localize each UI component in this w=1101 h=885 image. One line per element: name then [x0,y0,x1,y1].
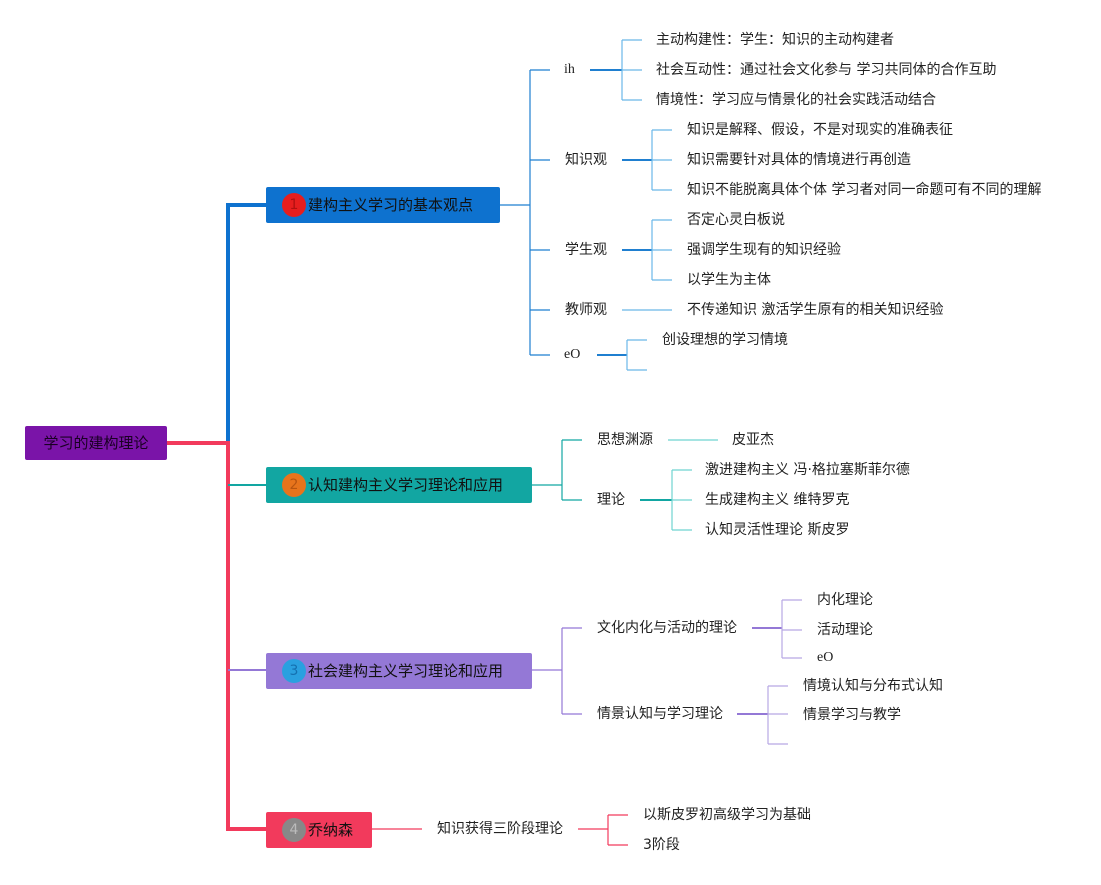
branch-3-topic[interactable]: 3 社会建构主义学习理论和应用 [266,653,532,689]
branch-4-topic[interactable]: 4 乔纳森 [266,812,372,848]
subtopic-situated-cognition[interactable]: 情景认知与学习理论 [597,706,723,722]
leaf-topic[interactable]: 主动构建性：学生：知识的主动构建者 [656,32,894,48]
leaf-topic[interactable]: 创设理想的学习情境 [662,332,788,348]
leaf-topic[interactable]: 情境性：学习应与情景化的社会实践活动结合 [656,92,936,108]
branch-2-label: 认知建构主义学习理论和应用 [308,476,504,494]
leaf-topic[interactable]: 否定心灵白板说 [687,212,785,228]
leaf-topic[interactable]: 生成建构主义 维特罗克 [705,492,850,508]
branch-2-topic[interactable]: 2 认知建构主义学习理论和应用 [266,467,532,503]
leaf-topic[interactable]: 知识是解释、假设，不是对现实的准确表征 [687,122,953,138]
leaf-topic[interactable]: 皮亚杰 [732,432,774,448]
leaf-topic[interactable]: 知识不能脱离具体个体 学习者对同一命题可有不同的理解 [687,182,1042,198]
branch-1-label: 建构主义学习的基本观点 [308,196,474,214]
number-badge-icon: 2 [282,473,306,497]
branch-1-topic[interactable]: 1 建构主义学习的基本观点 [266,187,500,223]
subtopic-student-view[interactable]: 学生观 [565,242,607,258]
subtopic-teacher-view[interactable]: 教师观 [565,302,607,318]
subtopic-knowledge-view[interactable]: 知识观 [565,152,607,168]
leaf-topic[interactable]: 激进建构主义 冯·格拉塞斯菲尔德 [705,462,910,478]
subtopic-three-stage-theory[interactable]: 知识获得三阶段理论 [437,821,563,837]
branch-3-label: 社会建构主义学习理论和应用 [308,662,504,680]
leaf-topic[interactable]: 认知灵活性理论 斯皮罗 [705,522,850,538]
subtopic-ih[interactable]: ih [564,62,575,77]
leaf-topic[interactable]: 内化理论 [817,592,873,608]
subtopic-culture-internalization[interactable]: 文化内化与活动的理论 [597,620,737,636]
subtopic-theory[interactable]: 理论 [597,492,625,508]
leaf-topic[interactable]: 不传递知识 激活学生原有的相关知识经验 [687,302,944,318]
leaf-topic[interactable]: 情景学习与教学 [803,707,901,723]
number-badge-icon: 4 [282,818,306,842]
branch-4-label: 乔纳森 [308,821,354,839]
leaf-topic[interactable]: 以学生为主体 [687,272,771,288]
number-badge-icon: 3 [282,659,306,683]
leaf-topic[interactable]: 以斯皮罗初高级学习为基础 [643,807,811,823]
root-topic[interactable]: 学习的建构理论 [25,426,167,460]
leaf-topic[interactable]: 3阶段 [643,837,680,853]
leaf-topic[interactable]: eO [817,650,834,665]
leaf-topic[interactable]: 知识需要针对具体的情境进行再创造 [687,152,911,168]
leaf-topic[interactable]: 强调学生现有的知识经验 [687,242,841,258]
leaf-topic[interactable]: 社会互动性：通过社会文化参与 学习共同体的合作互助 [656,62,997,78]
subtopic-eo[interactable]: eO [564,347,581,362]
leaf-topic[interactable]: 活动理论 [817,622,873,638]
number-badge-icon: 1 [282,193,306,217]
subtopic-origin[interactable]: 思想渊源 [597,432,653,448]
leaf-topic[interactable]: 情境认知与分布式认知 [803,678,943,694]
